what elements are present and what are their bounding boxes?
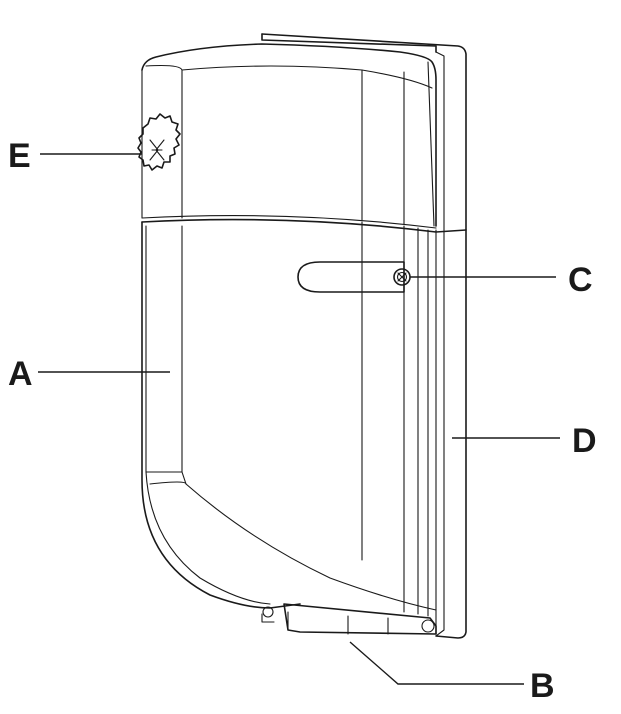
callout-c-label: C <box>568 261 592 299</box>
top-cap <box>141 43 467 233</box>
callout-a-label: A <box>8 355 32 393</box>
callout-e-label: E <box>8 137 30 175</box>
main-body <box>141 221 437 617</box>
gear-knob <box>137 113 181 171</box>
callout-labels: E A C D B <box>8 137 597 705</box>
adjustment-slot <box>297 261 411 293</box>
bottom-bracket <box>261 603 437 635</box>
leader-b <box>349 641 524 685</box>
callout-d-label: D <box>572 422 596 460</box>
mounting-plate <box>261 33 467 639</box>
leader-lines <box>38 153 560 685</box>
callout-b-label: B <box>530 667 554 705</box>
